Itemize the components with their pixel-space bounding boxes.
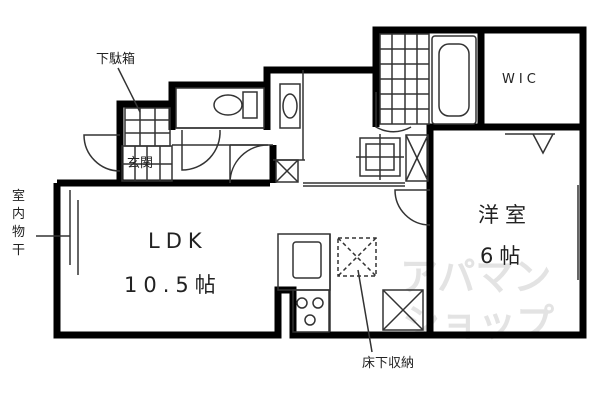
toilet-room [175, 87, 265, 129]
label-monohoshi-3: 物 [12, 225, 25, 240]
toilet-door [181, 129, 221, 171]
toilet-tank [242, 91, 258, 119]
bathtub-inner [438, 43, 470, 117]
label-monohoshi-1: 室 [12, 188, 25, 204]
toilet-bowl [213, 94, 243, 116]
label-western-room: 洋室 [478, 203, 532, 227]
shaft-cross [275, 159, 299, 183]
western-room-door [394, 189, 431, 226]
underfloor-storage-2 [382, 289, 424, 331]
underfloor-storage [337, 237, 377, 277]
wic-door-mark [532, 133, 554, 155]
shaft [275, 159, 299, 183]
walls [53, 26, 587, 339]
burner [296, 297, 308, 309]
interior-lines [36, 33, 579, 353]
leader-yukashita [357, 269, 373, 353]
washbasin [279, 83, 301, 129]
storage-cabinet [405, 134, 429, 182]
corridor-door [229, 144, 269, 184]
watermark-line1: アパマン [400, 255, 551, 299]
kitchen-stove [292, 289, 330, 333]
label-yukashita-shuunou: 床下収納 [362, 356, 414, 371]
label-ldk: LDK [148, 229, 208, 253]
shoe-box [124, 107, 171, 147]
underfloor-storage-cross [337, 237, 377, 277]
label-western-room-size: 6帖 [480, 244, 526, 268]
wall-washroom-top [263, 66, 376, 130]
label-monohoshi-4: 干 [12, 243, 25, 258]
wall-ldk [53, 183, 430, 339]
label-ldk-size: 10.5帖 [124, 273, 222, 297]
wall-entrance [116, 100, 172, 183]
bathtub [431, 35, 477, 125]
kitchen-sink [292, 241, 322, 279]
label-monohoshi-2: 内 [12, 206, 25, 222]
storage-cabinet-cross [405, 134, 429, 182]
washbasin-bowl [282, 93, 298, 119]
bath-door [375, 92, 412, 133]
burner [304, 314, 316, 326]
label-wic: WIC [502, 72, 540, 87]
leader-getabako [117, 67, 141, 113]
underfloor-storage-cross [337, 237, 377, 277]
label-genkan: 玄関 [127, 156, 153, 171]
label-getabako: 下駄箱 [96, 51, 135, 67]
underfloor-storage-cross [382, 289, 424, 331]
burner [312, 297, 324, 309]
front-door [83, 134, 121, 172]
